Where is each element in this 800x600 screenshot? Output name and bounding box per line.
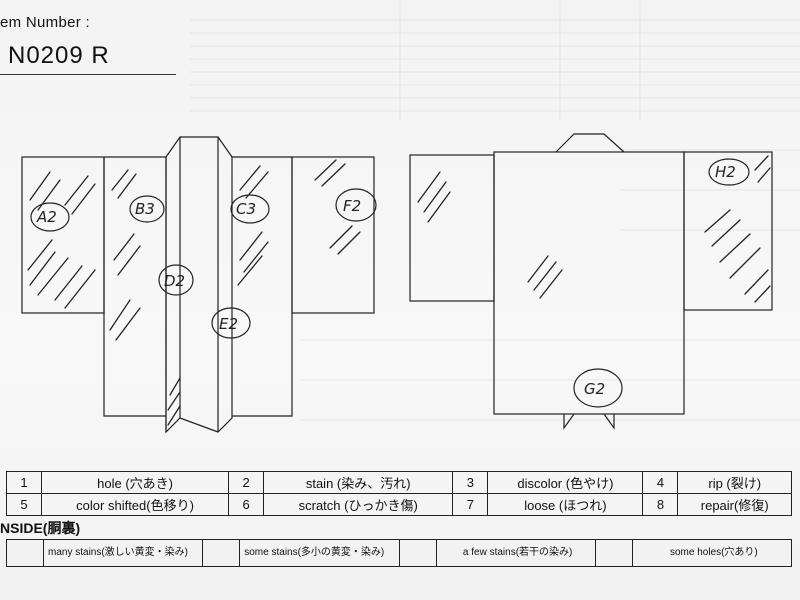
inside-label-many-stains: many stains(激しい黄変・染み) — [44, 540, 204, 566]
legend-label: loose (ほつれ) — [487, 493, 644, 516]
legend-number: 2 — [228, 471, 265, 494]
legend-number: 4 — [642, 471, 679, 494]
legend-label: repair(修復) — [677, 493, 792, 516]
damage-legend-table: 1 hole (穴あき) 2 stain (染み、汚れ) 3 discolor … — [6, 471, 792, 516]
legend-row: 1 hole (穴あき) 2 stain (染み、汚れ) 3 discolor … — [6, 471, 792, 494]
legend-label: hole (穴あき) — [40, 471, 230, 494]
tag-d2-label: D2 — [164, 272, 185, 290]
legend-label: stain (染み、汚れ) — [263, 471, 454, 494]
tag-h2-label: H2 — [715, 163, 736, 181]
tag-f2-label: F2 — [343, 197, 361, 215]
tag-b3-label: B3 — [135, 200, 155, 218]
checkbox-some-stains[interactable] — [203, 540, 241, 566]
item-number-label: em Number : — [0, 14, 90, 31]
item-number-value: N0209 R — [8, 42, 110, 69]
tag-h2: H2 — [708, 158, 750, 186]
back-view-damage-marks — [417, 155, 771, 303]
inside-lining-checklist: many stains(激しい黄変・染み) some stains(多小の黄変・… — [6, 539, 792, 567]
legend-number: 6 — [228, 493, 265, 516]
checkbox-many-stains[interactable] — [7, 540, 44, 566]
inside-label-few-stains: a few stains(若干の染み) — [437, 540, 596, 566]
tag-c3: C3 — [230, 194, 270, 224]
legend-number: 7 — [452, 493, 489, 516]
tag-c3-label: C3 — [236, 200, 256, 218]
legend-label: color shifted(色移り) — [40, 493, 230, 516]
tag-d2: D2 — [158, 264, 194, 296]
legend-number: 8 — [642, 493, 679, 516]
checkbox-few-stains[interactable] — [400, 540, 437, 566]
tag-b3: B3 — [129, 195, 165, 223]
legend-label: rip (裂け) — [677, 471, 792, 494]
tag-g2-label: G2 — [584, 380, 605, 398]
inside-section-title: NSIDE(胴裏) — [0, 520, 81, 536]
legend-number: 5 — [6, 493, 42, 516]
legend-number: 1 — [6, 471, 42, 494]
legend-row: 5 color shifted(色移り) 6 scratch (ひっかき傷) 7… — [6, 493, 792, 516]
legend-label: discolor (色やけ) — [487, 471, 644, 494]
front-view-damage-marks — [27, 159, 361, 426]
tag-a2: A2 — [30, 202, 70, 232]
tag-e2-label: E2 — [219, 315, 238, 333]
inside-label-some-stains: some stains(多小の黄変・染み) — [240, 540, 400, 566]
tag-g2: G2 — [573, 368, 623, 408]
tag-a2-label: A2 — [36, 208, 57, 226]
item-number-underline — [0, 74, 176, 75]
tag-f2: F2 — [335, 188, 377, 222]
legend-label: scratch (ひっかき傷) — [263, 493, 454, 516]
inside-label-some-holes: some holes(穴あり) — [669, 547, 758, 558]
front-view-outline — [21, 136, 375, 434]
tag-e2: E2 — [211, 307, 251, 339]
legend-number: 3 — [452, 471, 489, 494]
back-view-outline — [409, 133, 773, 430]
checkbox-some-holes[interactable] — [596, 540, 633, 566]
